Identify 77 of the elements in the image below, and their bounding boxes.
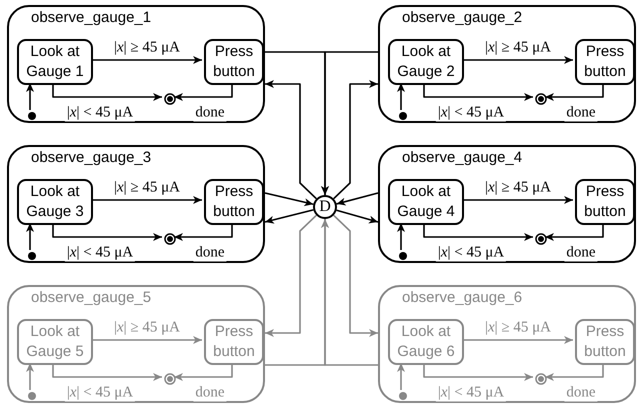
arrow — [336, 192, 378, 206]
arrow — [333, 80, 378, 200]
arrow — [264, 192, 314, 206]
final-state-marker — [164, 93, 176, 105]
edge-label: |x| < 45 μA — [436, 104, 506, 122]
arrow — [264, 209, 314, 224]
arrow — [333, 214, 378, 337]
state-box: Press button — [204, 39, 264, 85]
edge-label: done — [193, 244, 227, 262]
state-box: Press button — [575, 319, 635, 365]
edge-label: done — [193, 104, 227, 122]
state-group-title: observe_gauge_3 — [31, 149, 152, 166]
edge-label: |x| < 45 μA — [64, 244, 136, 262]
state-group-title: observe_gauge_5 — [31, 289, 152, 306]
arrow — [91, 196, 202, 204]
state-box: Press button — [575, 179, 635, 225]
state-group-title: observe_gauge_2 — [402, 9, 522, 26]
arrow — [321, 51, 378, 195]
arrow — [321, 219, 378, 366]
final-state-marker — [164, 233, 176, 245]
edge-label: done — [564, 104, 598, 122]
arrow — [52, 363, 162, 381]
arrow — [423, 83, 533, 101]
arrow — [423, 363, 533, 381]
arrow — [91, 336, 202, 344]
state-box: Look at Gauge 1 — [17, 39, 93, 85]
edge-label: done — [564, 384, 598, 402]
edge-label: |x| < 45 μA — [436, 244, 506, 262]
initial-state-dot — [28, 112, 36, 120]
decision-circle: D — [313, 195, 337, 219]
arrow — [397, 363, 405, 390]
state-group-title: observe_gauge_1 — [31, 9, 152, 26]
arrow — [174, 363, 233, 381]
initial-state-dot — [399, 252, 407, 260]
state-group-title: observe_gauge_6 — [402, 289, 522, 306]
arrow — [462, 56, 573, 64]
arrow — [26, 363, 34, 390]
arrow — [336, 210, 378, 224]
arrow — [265, 80, 317, 200]
state-box: Look at Gauge 5 — [17, 319, 93, 365]
edge-label: |x| < 45 μA — [64, 384, 136, 402]
arrow — [545, 83, 604, 101]
arrow — [545, 363, 604, 381]
arrow — [26, 223, 34, 250]
initial-state-dot — [28, 392, 36, 400]
arrow — [397, 223, 405, 250]
arrow — [174, 83, 233, 101]
state-box: Press button — [575, 39, 635, 85]
arrow — [265, 214, 317, 337]
state-box: Look at Gauge 2 — [388, 39, 464, 85]
initial-state-dot — [399, 392, 407, 400]
final-state-marker — [535, 373, 547, 385]
arrow — [52, 83, 162, 101]
arrow — [545, 223, 604, 241]
state-box: Look at Gauge 3 — [17, 179, 93, 225]
state-box: Press button — [204, 179, 264, 225]
arrow — [423, 223, 533, 241]
state-box: Press button — [204, 319, 264, 365]
edge-label: done — [193, 384, 227, 402]
arrow — [26, 83, 34, 110]
arrow — [52, 223, 162, 241]
arrow — [174, 223, 233, 241]
state-box: Look at Gauge 6 — [388, 319, 464, 365]
edge-label: done — [564, 244, 598, 262]
edge-label: |x| < 45 μA — [436, 384, 506, 402]
final-state-marker — [535, 233, 547, 245]
edge-label: |x| < 45 μA — [64, 104, 136, 122]
arrow — [397, 83, 405, 110]
arrow — [91, 56, 202, 64]
state-group-title: observe_gauge_4 — [402, 149, 522, 166]
initial-state-dot — [399, 112, 407, 120]
final-state-marker — [535, 93, 547, 105]
initial-state-dot — [28, 252, 36, 260]
state-box: Look at Gauge 4 — [388, 179, 464, 225]
arrow — [462, 196, 573, 204]
arrow — [462, 336, 573, 344]
final-state-marker — [164, 373, 176, 385]
